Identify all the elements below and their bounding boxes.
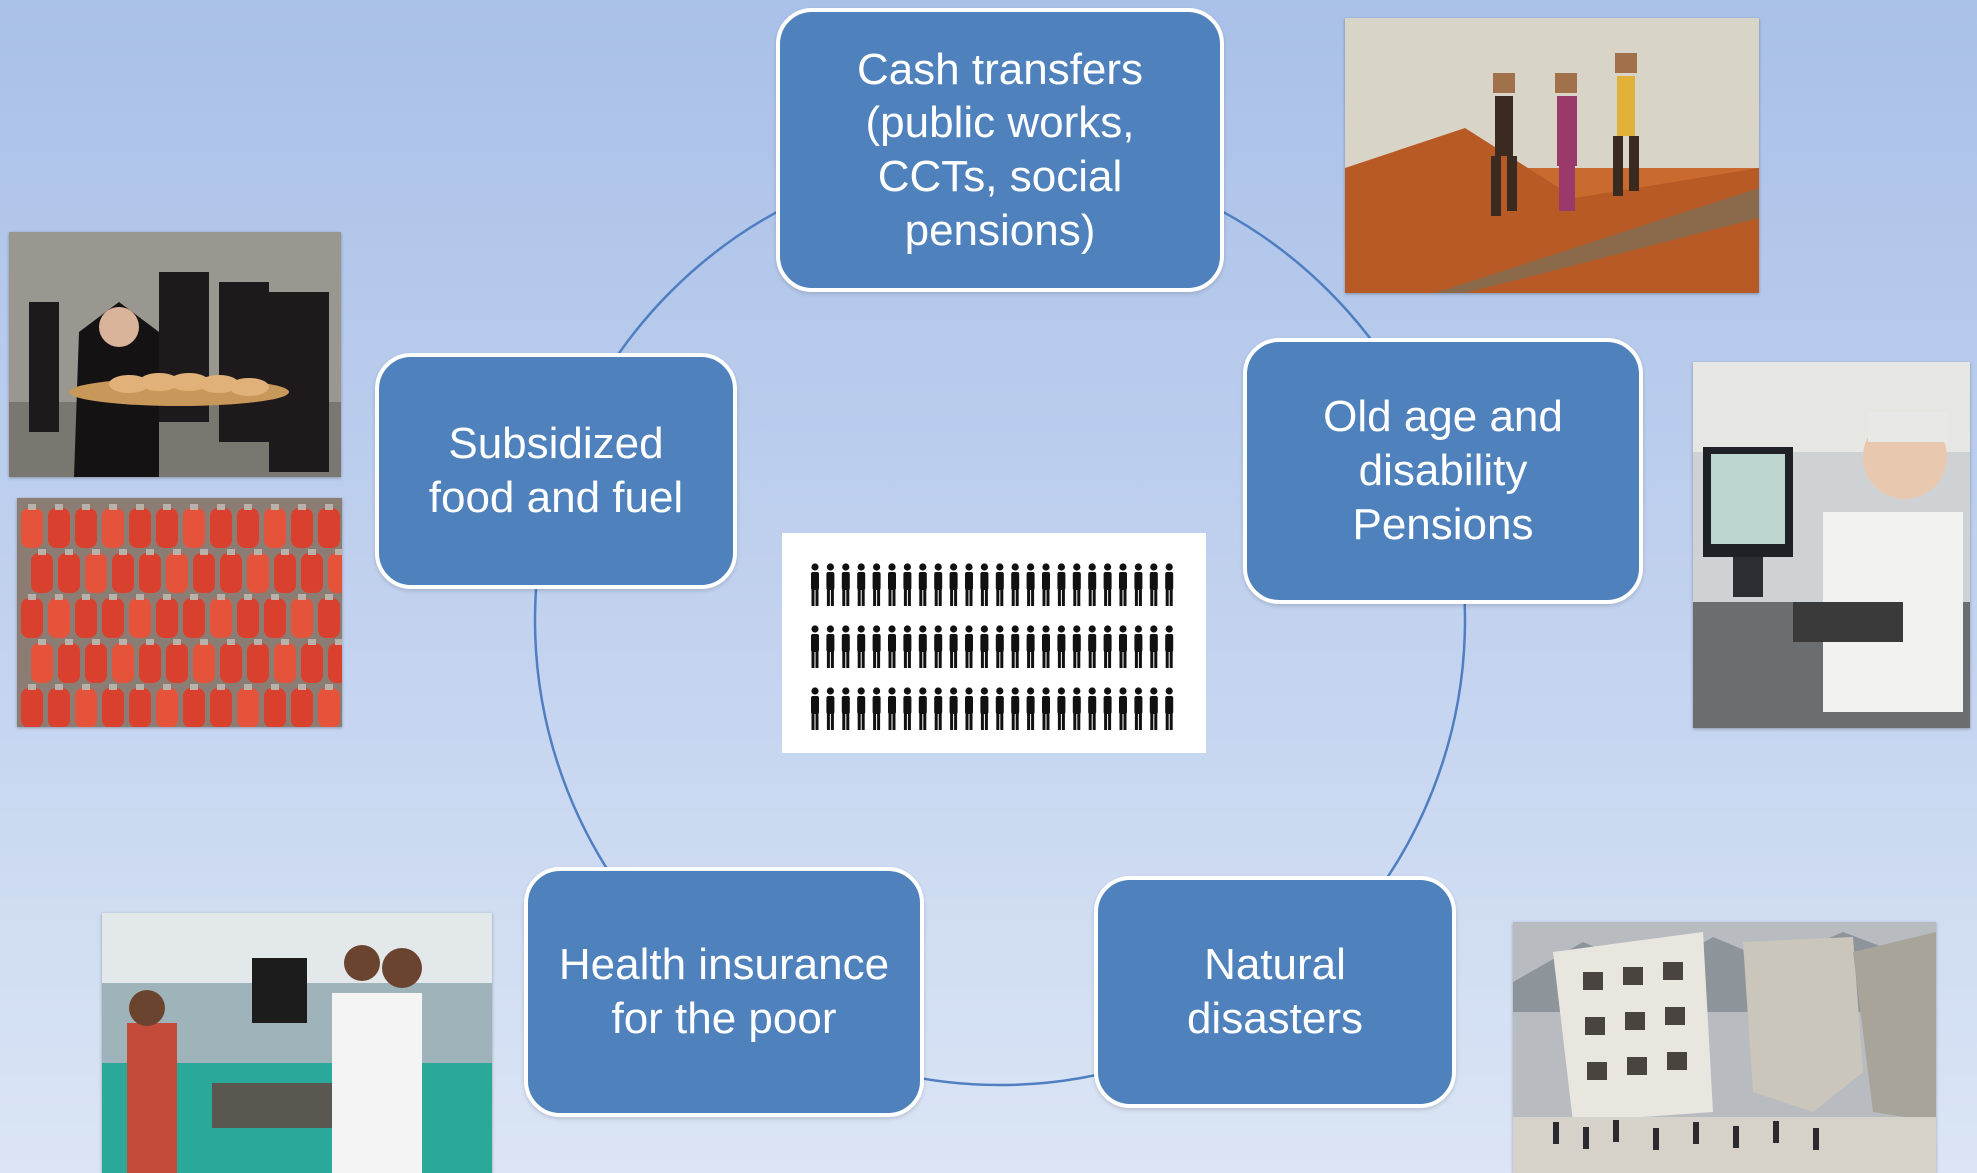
node-old-age-line: disability bbox=[1358, 446, 1528, 496]
person-figure bbox=[1103, 687, 1112, 730]
person-figure bbox=[980, 625, 989, 668]
person-figure bbox=[872, 563, 881, 606]
person-figure bbox=[888, 563, 896, 606]
person-figure bbox=[995, 687, 1004, 730]
node-old-age-pensions: Old age and disability Pensions bbox=[1243, 338, 1643, 604]
node-cash-transfers: Cash transfers (public works, CCTs, soci… bbox=[776, 8, 1224, 292]
person-figure bbox=[1165, 687, 1174, 730]
person-figure bbox=[934, 687, 943, 730]
person-figure bbox=[1011, 687, 1020, 730]
person-figure bbox=[826, 687, 835, 730]
person-figure bbox=[1119, 687, 1127, 730]
person-figure bbox=[857, 563, 866, 606]
person-figure bbox=[1057, 563, 1066, 606]
person-figure bbox=[857, 625, 866, 668]
person-figure bbox=[872, 625, 881, 668]
person-figure bbox=[949, 625, 958, 668]
node-old-age-line: Old age and bbox=[1323, 392, 1563, 442]
person-figure bbox=[1072, 687, 1081, 730]
gas-cylinders-photo bbox=[17, 498, 342, 727]
node-natural-disasters-line: Natural bbox=[1204, 940, 1346, 990]
person-figure bbox=[1103, 625, 1112, 668]
person-figure bbox=[918, 687, 927, 730]
person-figure bbox=[1088, 687, 1097, 730]
person-figure bbox=[1165, 563, 1174, 606]
person-figure bbox=[1072, 563, 1081, 606]
person-figure bbox=[1165, 625, 1174, 668]
person-figure bbox=[841, 687, 850, 730]
person-figure bbox=[1134, 563, 1143, 606]
node-cash-transfers-line: CCTs, social bbox=[877, 152, 1123, 201]
person-figure bbox=[1088, 625, 1097, 668]
person-figure bbox=[811, 625, 819, 668]
person-figure bbox=[965, 625, 973, 668]
person-figure bbox=[1042, 625, 1050, 668]
person-figure bbox=[872, 687, 881, 730]
node-cash-transfers-line: (public works, bbox=[865, 98, 1135, 148]
collapsed-buildings-photo bbox=[1513, 922, 1936, 1173]
person-figure bbox=[1149, 687, 1158, 730]
person-figure bbox=[1011, 625, 1020, 668]
node-old-age-line: Pensions bbox=[1352, 499, 1534, 549]
person-figure bbox=[903, 687, 912, 730]
hospital-patient-photo bbox=[102, 913, 492, 1173]
person-figure bbox=[1026, 687, 1035, 730]
person-figure bbox=[980, 687, 989, 730]
person-figure bbox=[965, 563, 973, 606]
person-figure bbox=[841, 563, 850, 606]
person-figure bbox=[918, 563, 927, 606]
person-figure bbox=[1134, 687, 1143, 730]
person-figure bbox=[1072, 625, 1081, 668]
person-figure bbox=[1149, 625, 1158, 668]
elderly-woman-bank-photo bbox=[1693, 362, 1970, 728]
person-figure bbox=[934, 563, 943, 606]
node-health-insurance-line: for the poor bbox=[611, 994, 837, 1043]
person-figure bbox=[903, 563, 912, 606]
person-figure bbox=[857, 687, 866, 730]
node-natural-disasters: Natural disasters bbox=[1094, 876, 1456, 1108]
person-figure bbox=[841, 625, 850, 668]
person-figure bbox=[949, 687, 958, 730]
person-figure bbox=[1088, 563, 1097, 606]
node-cash-transfers-line: Cash transfers bbox=[856, 44, 1144, 94]
bread-distribution-photo bbox=[9, 232, 341, 477]
person-figure bbox=[949, 563, 958, 606]
person-figure bbox=[1119, 563, 1127, 606]
person-figure bbox=[934, 625, 943, 668]
node-subsidized-line: food and fuel bbox=[428, 473, 684, 522]
person-figure bbox=[980, 563, 989, 606]
person-figure bbox=[965, 687, 973, 730]
person-figure bbox=[1011, 563, 1020, 606]
person-figure bbox=[1042, 687, 1050, 730]
person-figure bbox=[995, 625, 1004, 668]
person-figure bbox=[918, 625, 927, 668]
node-subsidized-food-fuel: Subsidized food and fuel bbox=[375, 353, 737, 589]
person-figure bbox=[995, 563, 1004, 606]
crowd-panel bbox=[782, 533, 1206, 753]
person-figure bbox=[826, 625, 835, 668]
person-figure bbox=[811, 563, 819, 606]
node-subsidized-line: Subsidized bbox=[448, 419, 664, 469]
person-figure bbox=[1149, 563, 1158, 606]
node-health-insurance: Health insurance for the poor bbox=[524, 867, 924, 1117]
brick-workers-photo bbox=[1345, 18, 1759, 293]
person-figure bbox=[1042, 563, 1050, 606]
crowd-of-people-icon bbox=[811, 563, 1174, 730]
person-figure bbox=[1119, 625, 1127, 668]
person-figure bbox=[1026, 625, 1035, 668]
node-cash-transfers-line: pensions) bbox=[904, 205, 1096, 255]
node-natural-disasters-line: disasters bbox=[1186, 994, 1364, 1043]
person-figure bbox=[1057, 625, 1066, 668]
person-figure bbox=[888, 687, 896, 730]
person-figure bbox=[1057, 687, 1066, 730]
person-figure bbox=[1134, 625, 1143, 668]
person-figure bbox=[888, 625, 896, 668]
person-figure bbox=[1026, 563, 1035, 606]
person-figure bbox=[826, 563, 835, 606]
person-figure bbox=[811, 687, 819, 730]
node-health-insurance-line: Health insurance bbox=[558, 940, 890, 990]
person-figure bbox=[1103, 563, 1112, 606]
person-figure bbox=[903, 625, 912, 668]
